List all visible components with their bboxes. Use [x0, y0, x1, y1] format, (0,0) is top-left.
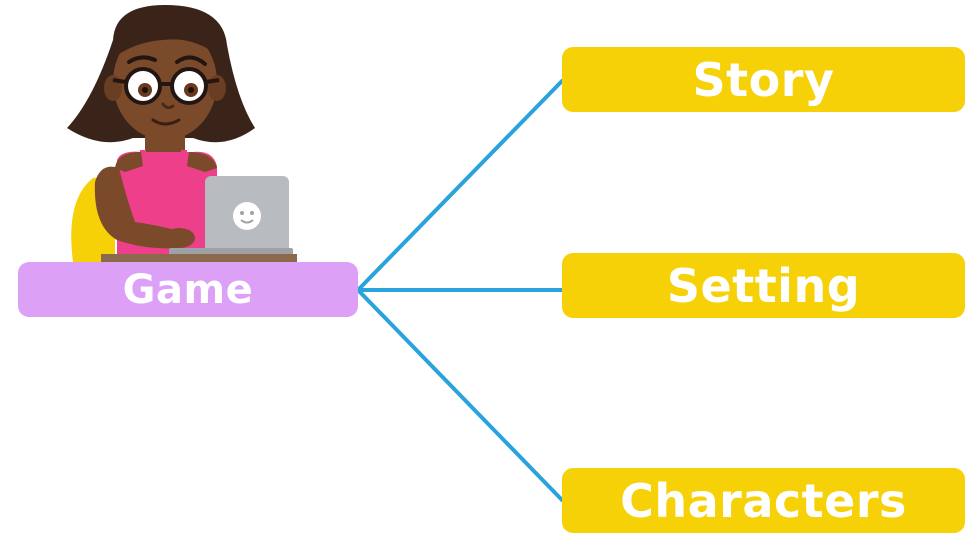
shoulder-right [187, 152, 217, 172]
strap-right [181, 150, 187, 184]
girl-with-laptop-illustration [67, 5, 297, 264]
child-node-label: Setting [666, 258, 861, 313]
connector-characters [356, 288, 564, 502]
root-node-game: Game [18, 262, 358, 317]
child-node-label: Story [692, 52, 835, 107]
hair-fringe [111, 13, 221, 60]
glasses-arm-right [205, 78, 220, 84]
child-node-story: Story [562, 47, 965, 112]
arm-left [94, 166, 181, 249]
shoulders-shape [115, 152, 143, 172]
eyebrow-right [175, 55, 207, 66]
laptop-logo-face [233, 202, 261, 230]
desk-shape [101, 254, 297, 264]
child-node-label: Characters [620, 473, 907, 528]
ear-left [104, 75, 122, 101]
glasses-arm-left [112, 78, 127, 84]
mouth-shape [151, 118, 181, 126]
child-node-setting: Setting [562, 253, 965, 318]
nose-shape [161, 102, 175, 110]
eyebrow-left [127, 55, 157, 64]
strap-left [140, 150, 146, 184]
connector-story [356, 79, 564, 292]
child-node-characters: Characters [562, 468, 965, 533]
root-node-label: Game [122, 266, 254, 313]
hand-shape [163, 228, 195, 248]
